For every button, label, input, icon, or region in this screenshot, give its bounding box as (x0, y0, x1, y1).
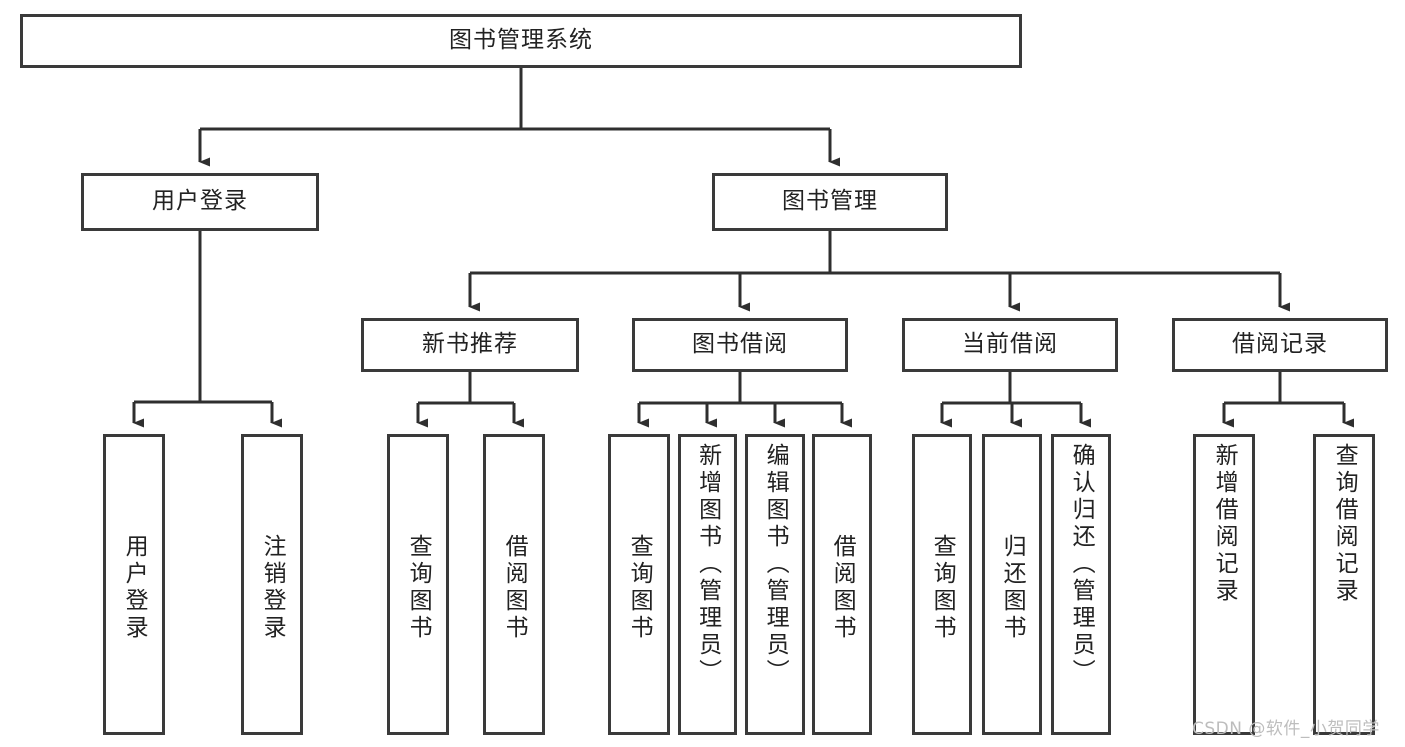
node-root-label: 图书管理系统 (449, 27, 593, 54)
node-root[interactable]: 图书管理系统 (20, 14, 1022, 68)
node-leaf-query-book-2-label: 查询图书 (626, 533, 653, 642)
node-user-login-label: 用户登录 (152, 188, 248, 215)
node-leaf-edit-book[interactable]: 编辑图书（管理员） (745, 434, 805, 735)
node-leaf-borrow-book-2-label: 借阅图书 (829, 533, 856, 642)
node-leaf-user-login-label: 用户登录 (121, 533, 148, 642)
node-book-borrow-label: 图书借阅 (692, 331, 788, 358)
node-leaf-confirm-return[interactable]: 确认归还（管理员） (1051, 434, 1111, 735)
node-leaf-borrow-book-2[interactable]: 借阅图书 (812, 434, 872, 735)
node-leaf-user-login[interactable]: 用户登录 (103, 434, 165, 735)
node-new-book-recommend[interactable]: 新书推荐 (361, 318, 579, 372)
node-borrow-record-label: 借阅记录 (1232, 331, 1328, 358)
node-leaf-logout-label: 注销登录 (259, 533, 286, 642)
node-leaf-add-book-label: 新增图书（管理员） (694, 443, 721, 686)
node-leaf-query-record-label: 查询借阅记录 (1331, 443, 1358, 605)
node-leaf-borrow-book-1[interactable]: 借阅图书 (483, 434, 545, 735)
node-leaf-borrow-book-1-label: 借阅图书 (501, 533, 528, 642)
node-leaf-logout[interactable]: 注销登录 (241, 434, 303, 735)
node-leaf-query-record[interactable]: 查询借阅记录 (1313, 434, 1375, 735)
node-user-login[interactable]: 用户登录 (81, 173, 319, 231)
node-leaf-query-book-1-label: 查询图书 (405, 533, 432, 642)
node-leaf-query-book-1[interactable]: 查询图书 (387, 434, 449, 735)
watermark: CSDN @软件_小贺同学 (1192, 719, 1380, 739)
node-leaf-add-record-label: 新增借阅记录 (1211, 443, 1238, 605)
node-leaf-confirm-return-label: 确认归还（管理员） (1068, 443, 1095, 686)
node-leaf-add-book[interactable]: 新增图书（管理员） (678, 434, 737, 735)
node-leaf-add-record[interactable]: 新增借阅记录 (1193, 434, 1255, 735)
node-book-manage-label: 图书管理 (782, 188, 878, 215)
node-book-manage[interactable]: 图书管理 (712, 173, 948, 231)
node-new-book-recommend-label: 新书推荐 (422, 331, 518, 358)
node-current-borrow-label: 当前借阅 (962, 331, 1058, 358)
node-borrow-record[interactable]: 借阅记录 (1172, 318, 1388, 372)
node-leaf-return-book[interactable]: 归还图书 (982, 434, 1042, 735)
node-leaf-return-book-label: 归还图书 (999, 533, 1026, 642)
node-leaf-query-book-3-label: 查询图书 (929, 533, 956, 642)
node-leaf-query-book-3[interactable]: 查询图书 (912, 434, 972, 735)
node-leaf-edit-book-label: 编辑图书（管理员） (762, 443, 789, 686)
node-leaf-query-book-2[interactable]: 查询图书 (608, 434, 670, 735)
node-current-borrow[interactable]: 当前借阅 (902, 318, 1118, 372)
node-book-borrow[interactable]: 图书借阅 (632, 318, 848, 372)
